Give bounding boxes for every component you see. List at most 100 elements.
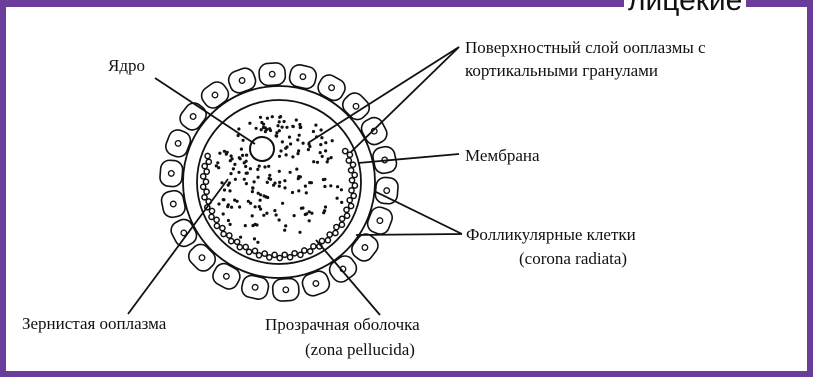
ooplasm-dot xyxy=(327,157,330,160)
ooplasm-dot xyxy=(259,116,262,119)
ooplasm-dot xyxy=(244,224,247,227)
ooplasm-dot xyxy=(254,205,257,208)
ooplasm-dot xyxy=(283,179,286,182)
follicular-cell xyxy=(272,278,299,302)
cortical-granule xyxy=(202,195,207,200)
ooplasm-dot xyxy=(259,208,262,211)
ooplasm-dot xyxy=(312,160,315,163)
ooplasm-dot xyxy=(312,130,315,133)
follicular-cell xyxy=(159,160,183,188)
ooplasm-dot xyxy=(307,148,310,151)
ooplasm-dot xyxy=(275,134,278,137)
ooplasm-dot xyxy=(297,149,300,152)
follicular-cell xyxy=(163,127,193,159)
ooplasm-dot xyxy=(239,236,242,239)
follicular-cell-nucleus xyxy=(384,188,390,194)
ooplasm-dot xyxy=(241,154,244,157)
follicular-cell-nucleus xyxy=(252,284,259,291)
ooplasm-dot xyxy=(281,140,284,143)
cortical-granule xyxy=(349,168,354,173)
ooplasm-dot xyxy=(308,210,311,213)
ooplasm-dot xyxy=(237,171,240,174)
ooplasm-dot xyxy=(300,207,303,210)
ooplasm-dot xyxy=(225,153,228,156)
ooplasm-dot xyxy=(279,149,282,152)
cortical-granule xyxy=(262,251,267,256)
ooplasm-dot xyxy=(298,134,301,137)
ooplasm-dot xyxy=(340,188,343,191)
ooplasm-dot xyxy=(265,212,268,215)
cortical-granule xyxy=(340,216,345,221)
ooplasm-dot xyxy=(298,123,301,126)
ooplasm-dot xyxy=(271,115,274,118)
follicular-cell-nucleus xyxy=(170,201,177,208)
ooplasm-dot xyxy=(228,181,231,184)
ooplasm-dot xyxy=(295,118,298,121)
ooplasm-dot xyxy=(249,167,252,170)
follicular-cell xyxy=(185,241,219,275)
ooplasm-dot xyxy=(256,168,259,171)
ooplasm-dot xyxy=(278,116,281,119)
ooplasm-dot xyxy=(262,214,265,217)
ooplasm-dot xyxy=(268,127,271,130)
ooplasm-dot xyxy=(323,185,326,188)
follicular-cell-nucleus xyxy=(283,287,289,293)
cortical-granule xyxy=(243,244,248,249)
ooplasm-dot xyxy=(285,153,288,156)
ooplasm-dot xyxy=(276,124,279,127)
ooplasm-dot xyxy=(329,184,332,187)
ooplasm-dot xyxy=(269,178,272,181)
ooplasm-dot xyxy=(304,185,307,188)
cortical-granule xyxy=(204,169,209,174)
ooplasm-dot xyxy=(275,213,278,216)
ooplasm-dot xyxy=(295,168,298,171)
ooplasm-dot xyxy=(319,143,322,146)
cortical-granule xyxy=(203,179,208,184)
ooplasm-dot xyxy=(314,124,317,127)
ooplasm-dot xyxy=(336,185,339,188)
ooplasm-dot xyxy=(264,195,267,198)
cortical-granule xyxy=(334,225,339,230)
ooplasm-dot xyxy=(289,171,292,174)
ooplasm-dot xyxy=(238,156,241,159)
follicular-leader-b xyxy=(356,234,462,235)
ooplasm-dot xyxy=(284,224,287,227)
ooplasm-dot xyxy=(291,125,294,128)
ooplasm-dot xyxy=(291,155,294,158)
ooplasm-dot xyxy=(220,181,223,184)
ooplasm-dot xyxy=(297,189,300,192)
ooplasm-dot xyxy=(310,212,313,215)
ooplasm-dot xyxy=(305,191,308,194)
cortical-granule xyxy=(202,164,207,169)
ooplasm-dot xyxy=(222,212,225,215)
label-surface-layer-line2: кортикальными гранулами xyxy=(465,61,658,81)
cortical-granule xyxy=(343,149,348,154)
ooplasm-dot xyxy=(263,165,266,168)
cortical-granule xyxy=(214,217,219,222)
ooplasm-dot xyxy=(336,197,339,200)
ooplasm-dot xyxy=(285,126,288,129)
ooplasm-dot xyxy=(236,200,239,203)
ooplasm-dot xyxy=(257,192,260,195)
ooplasm-dot xyxy=(278,170,281,173)
ooplasm-dot xyxy=(234,178,237,181)
follicular-cell-nucleus xyxy=(269,71,275,77)
cortical-granule xyxy=(252,248,257,253)
cortical-granule xyxy=(347,152,352,157)
ooplasm-dot xyxy=(298,231,301,234)
ooplasm-dot xyxy=(244,165,247,168)
ooplasm-dot xyxy=(226,205,229,208)
ooplasm-dot xyxy=(340,201,343,204)
follicular-cell xyxy=(226,66,258,96)
label-corona-radiata: (corona radiata) xyxy=(519,249,627,269)
cortical-granule xyxy=(350,162,355,167)
ooplasm-dot xyxy=(324,205,327,208)
follicular-cell xyxy=(160,189,187,219)
ooplasm-dot xyxy=(273,182,276,185)
follicular-cell xyxy=(176,99,209,133)
cortical-granule xyxy=(282,252,287,257)
ooplasm-dot xyxy=(283,120,286,123)
ooplasm-dot xyxy=(216,161,219,164)
ooplasm-dot xyxy=(305,212,308,215)
follicular-cell xyxy=(259,62,286,86)
